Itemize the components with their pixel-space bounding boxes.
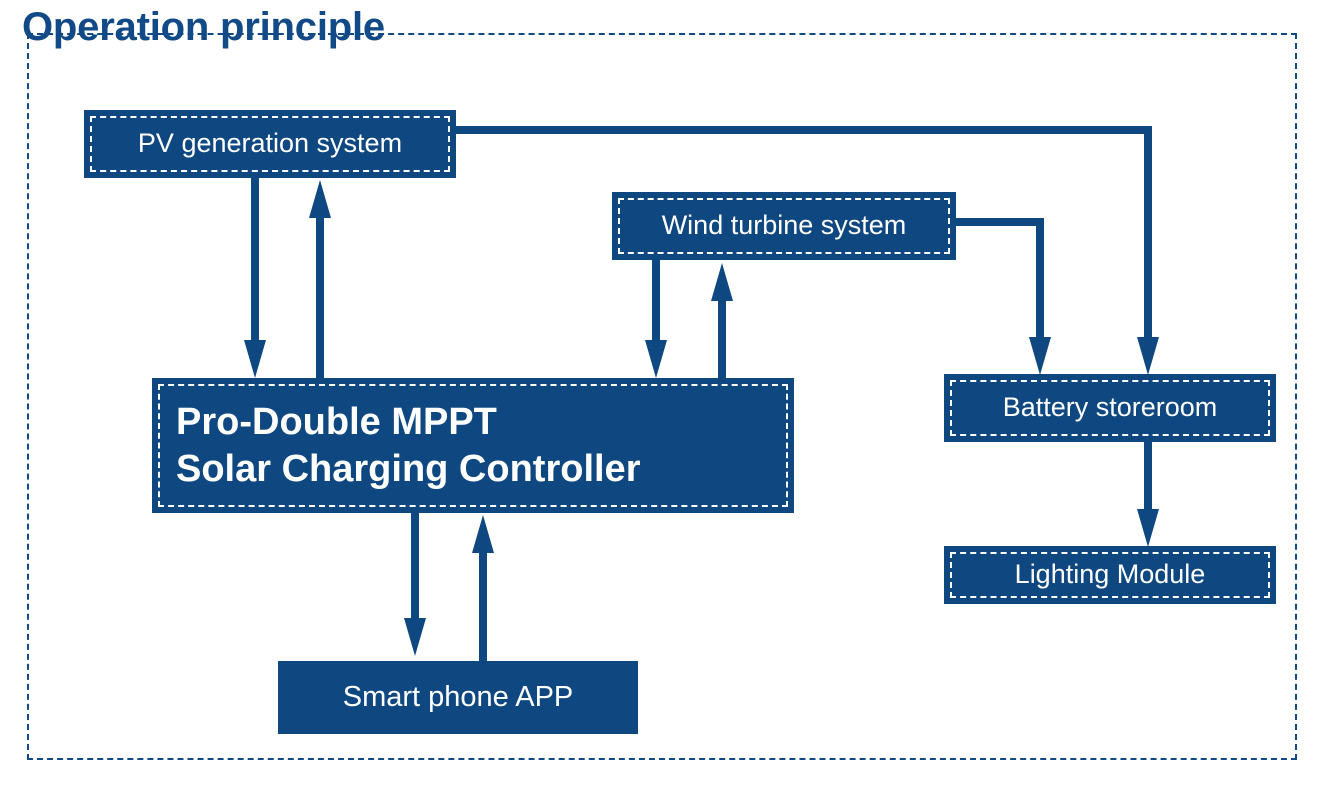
node-pv-label: PV generation system [137,128,403,159]
connector-controller-to-app-arrowhead [404,618,426,656]
connector-wind-to-controller-arrowhead [645,340,667,378]
node-smart-phone-app[interactable]: Smart phone APP [278,661,638,734]
connector-controller-to-pv-line [316,216,324,378]
connector-battery-to-lighting-line [1144,442,1152,512]
node-wind-label: Wind turbine system [661,210,907,241]
connector-wind-to-controller-line [652,260,660,342]
connector-pv-to-controller-arrowhead [244,340,266,378]
connector-pv-to-battery-horizontal [452,126,1152,134]
node-lighting-label: Lighting Module [1014,559,1206,590]
node-app-label: Smart phone APP [342,681,574,714]
page-title: Operation principle [22,5,385,49]
connector-wind-to-battery-horizontal [952,218,1044,226]
connector-battery-to-lighting-arrowhead [1137,509,1159,547]
node-battery-label: Battery storeroom [1002,392,1218,423]
connector-wind-to-battery-arrowhead [1029,337,1051,375]
connector-controller-to-wind-line [718,300,726,378]
connector-pv-to-controller-line [251,178,259,341]
connector-wind-to-battery-vertical [1036,218,1044,340]
connector-app-to-controller-line [479,551,487,661]
connector-pv-to-battery-arrowhead [1137,337,1159,375]
node-lighting-module[interactable]: Lighting Module [944,546,1276,604]
node-wind-turbine-system[interactable]: Wind turbine system [612,192,956,260]
diagram-outer-frame [27,33,1297,760]
connector-app-to-controller-arrowhead [472,515,494,553]
connector-controller-to-wind-arrowhead [711,263,733,301]
connector-controller-to-app-line [411,513,419,620]
node-battery-storeroom[interactable]: Battery storeroom [944,374,1276,442]
connector-pv-to-battery-vertical [1144,126,1152,340]
connector-controller-to-pv-arrowhead [309,180,331,218]
node-controller-label: Pro-Double MPPT Solar Charging Controlle… [176,401,641,490]
node-pv-generation-system[interactable]: PV generation system [84,110,456,178]
node-solar-charging-controller[interactable]: Pro-Double MPPT Solar Charging Controlle… [152,378,794,513]
